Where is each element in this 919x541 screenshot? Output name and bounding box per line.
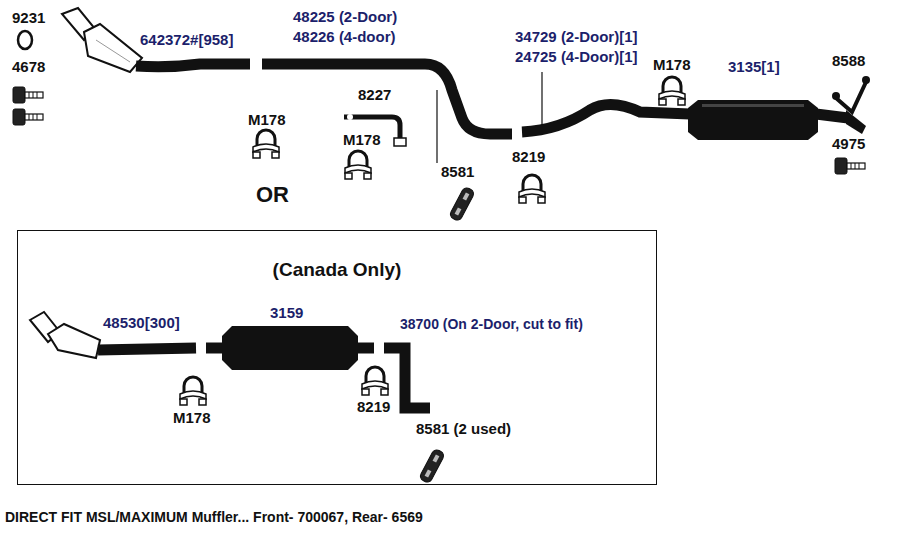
part-number: 3159 bbox=[270, 304, 303, 322]
part-number: 642372#[958] bbox=[140, 31, 233, 49]
part-number: M178 bbox=[173, 409, 211, 427]
part-number: 4678 bbox=[12, 58, 45, 76]
part-number: M178 bbox=[248, 111, 286, 129]
part-number: 8219 bbox=[512, 148, 545, 166]
catalytic-converter bbox=[30, 312, 100, 358]
region-heading: (Canada Only) bbox=[18, 259, 656, 281]
part-number: M178 bbox=[343, 131, 381, 149]
bolt bbox=[835, 158, 865, 174]
part-number: M178 bbox=[653, 56, 691, 74]
part-number: 8219 bbox=[357, 398, 390, 416]
part-number: 8581 (2 used) bbox=[416, 420, 511, 438]
part-number: 38700 (On 2-Door, cut to fit) bbox=[400, 315, 583, 333]
part-number: 8581 bbox=[441, 163, 474, 181]
tailpipe-tip bbox=[846, 110, 866, 134]
part-number: 8588 bbox=[832, 52, 865, 70]
gasket bbox=[18, 31, 32, 49]
part-number: 4975 bbox=[832, 135, 865, 153]
catalytic-converter bbox=[62, 8, 142, 72]
part-number: 48530[300] bbox=[103, 314, 180, 332]
part-number: 9231 bbox=[12, 9, 45, 27]
strap bbox=[832, 76, 870, 112]
part-number: 48225 (2-Door) bbox=[293, 8, 397, 26]
muffler bbox=[222, 326, 358, 370]
part-number: 24725 (4-Door)[1] bbox=[515, 48, 638, 66]
part-number: 34729 (2-Door)[1] bbox=[515, 28, 638, 46]
clamps bbox=[180, 367, 388, 405]
caption: DIRECT FIT MSL/MAXIMUM Muffler... Front-… bbox=[5, 509, 423, 525]
region-box: (Canada Only) bbox=[17, 230, 657, 485]
part-number: 48226 (4-door) bbox=[293, 28, 396, 46]
clamps bbox=[253, 77, 685, 203]
hanger bbox=[449, 186, 476, 222]
part-number: 8227 bbox=[358, 86, 391, 104]
or-separator: OR bbox=[256, 186, 289, 204]
bolts bbox=[13, 87, 43, 125]
part-number: 3135[1] bbox=[728, 58, 780, 76]
muffler bbox=[688, 100, 818, 140]
hanger bbox=[419, 448, 446, 484]
